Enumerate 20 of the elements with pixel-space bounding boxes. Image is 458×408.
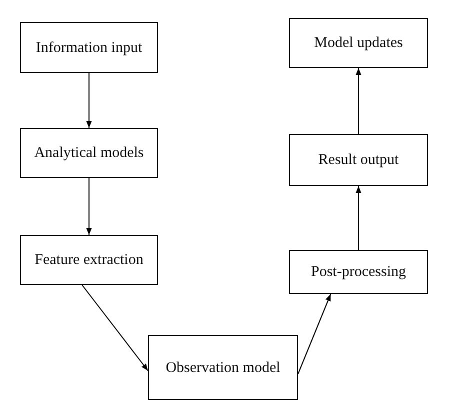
process-box	[148, 335, 298, 400]
box-label: Analytical models	[34, 144, 144, 162]
process-box	[289, 134, 428, 186]
process-box	[289, 18, 428, 68]
box-label: Observation model	[166, 358, 280, 376]
box-label: Model updates	[314, 34, 403, 52]
arrow	[356, 186, 362, 250]
arrow	[298, 294, 332, 374]
arrow	[86, 178, 92, 236]
process-box	[289, 250, 428, 294]
box-label: Result output	[318, 151, 399, 169]
box-label: Feature extraction	[34, 251, 144, 269]
arrow	[86, 72, 92, 128]
process-box	[20, 22, 158, 73]
process-box	[20, 128, 158, 178]
arrow	[82, 284, 148, 372]
box-label: Post-processing	[311, 263, 406, 281]
arrow	[356, 68, 362, 134]
box-label: Information input	[36, 38, 142, 56]
process-box	[20, 235, 158, 285]
